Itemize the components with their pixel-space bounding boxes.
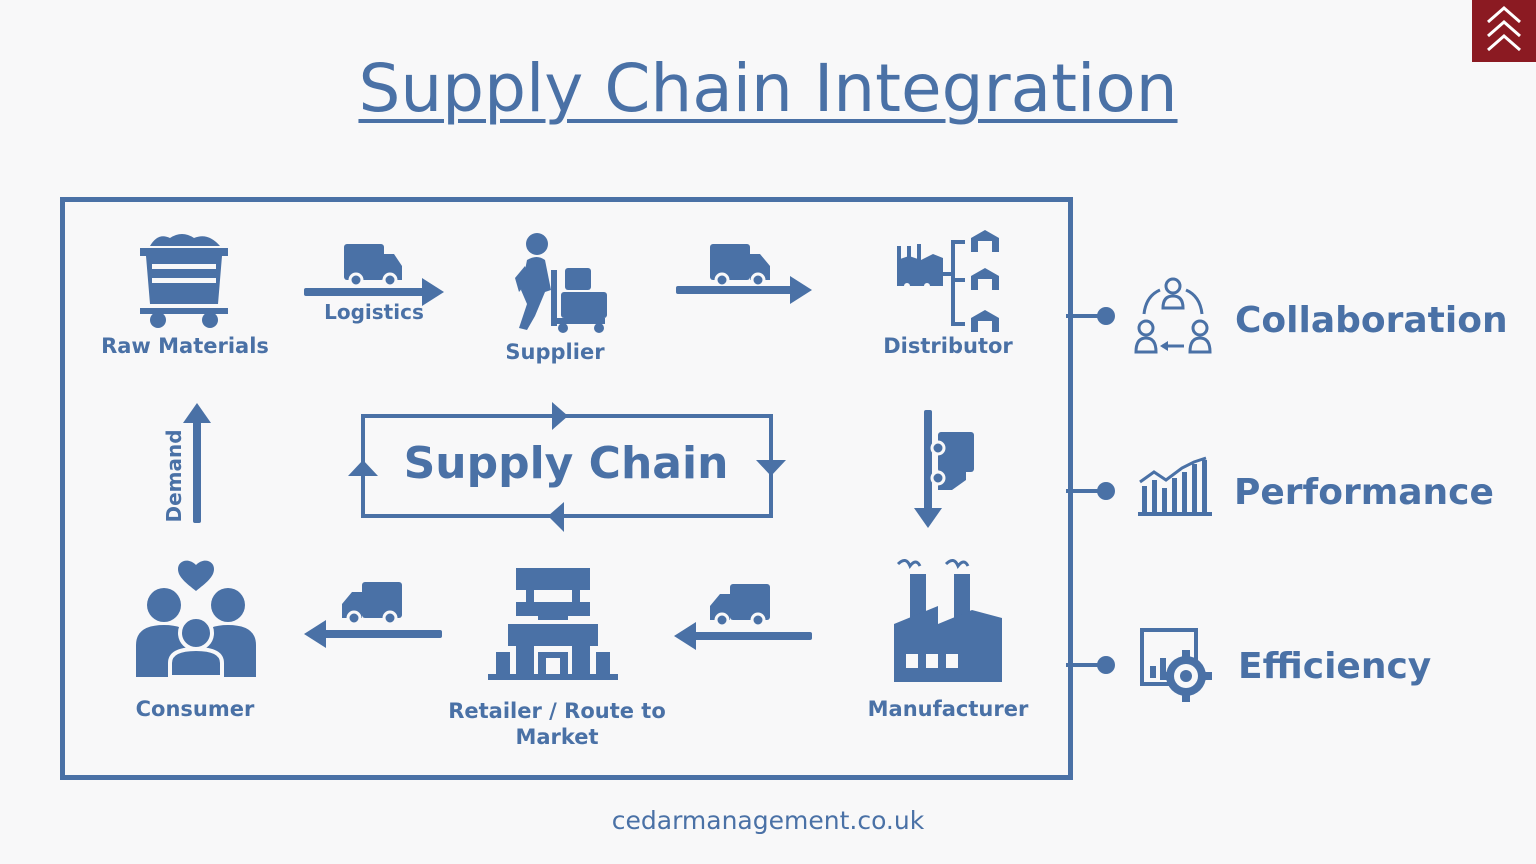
supply-chain-cycle xyxy=(348,402,786,532)
supplier-worker-icon xyxy=(515,233,607,333)
footer-url[interactable]: cedarmanagement.co.uk xyxy=(611,806,925,835)
center-label: Supply Chain xyxy=(403,438,729,489)
benefit-efficiency: Efficiency xyxy=(1238,646,1432,687)
node-retailer: Retailer / Route to Market xyxy=(420,698,694,750)
consumer-family-icon xyxy=(136,560,256,679)
retailer-label-line2: Market xyxy=(515,725,599,749)
supply-chain-frame xyxy=(60,197,1073,780)
manufacturer-factory-icon xyxy=(894,559,1002,682)
benefit-collaboration: Collaboration xyxy=(1235,300,1508,341)
benefit-connectors xyxy=(1066,307,1115,674)
transport-arrow-right xyxy=(676,244,812,304)
collaboration-icon xyxy=(1134,277,1212,354)
logistics-label: Logistics xyxy=(324,300,424,324)
retailer-label-line1: Retailer / Route to xyxy=(448,699,666,723)
mine-cart-icon xyxy=(140,234,228,328)
retailer-store-icon xyxy=(488,568,618,680)
node-raw-materials: Raw Materials xyxy=(101,334,269,358)
distributor-network-icon xyxy=(897,230,999,332)
demand-arrow-up xyxy=(183,403,211,523)
node-manufacturer: Manufacturer xyxy=(867,697,1029,721)
benefit-performance: Performance xyxy=(1234,472,1494,513)
chevron-up-logo-icon xyxy=(1487,6,1521,52)
node-distributor: Distributor xyxy=(883,334,1013,358)
brand-logo[interactable] xyxy=(1472,0,1536,62)
demand-label: Demand xyxy=(162,429,186,523)
node-consumer: Consumer xyxy=(135,697,255,721)
transport-arrow-left-consumer xyxy=(304,582,442,648)
logistics-arrow xyxy=(304,244,444,306)
transport-arrow-down xyxy=(914,410,974,528)
node-supplier: Supplier xyxy=(505,340,605,364)
performance-chart-icon xyxy=(1138,456,1212,516)
efficiency-gear-icon xyxy=(1140,628,1212,702)
page-title: Supply Chain Integration xyxy=(358,50,1178,127)
transport-arrow-left-retailer xyxy=(674,584,812,650)
